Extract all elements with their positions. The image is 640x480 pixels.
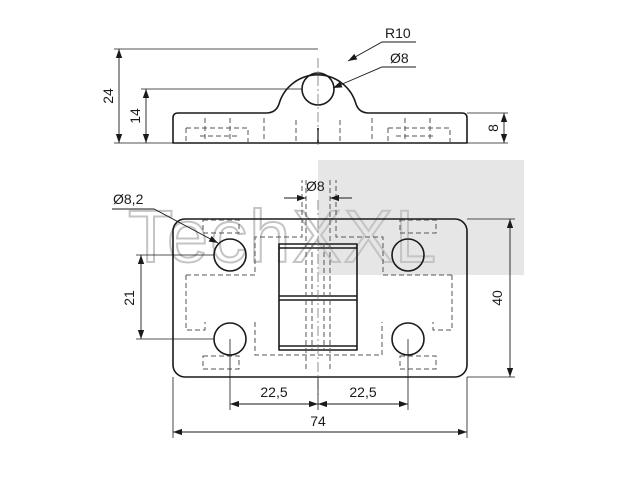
dim-length: 74 bbox=[310, 413, 326, 429]
dim-hole-diameter: Ø8,2 bbox=[113, 191, 144, 207]
dim-pin-diameter-top: Ø8 bbox=[306, 178, 325, 194]
dim-width: 40 bbox=[489, 290, 505, 306]
leader-hole-diameter bbox=[112, 208, 219, 244]
side-view-hidden-lines bbox=[185, 118, 451, 143]
dim-hole-offset-right: 22,5 bbox=[349, 384, 376, 400]
dim-pin-diameter-side: Ø8 bbox=[390, 50, 409, 66]
watermark-box bbox=[318, 160, 524, 275]
top-view-outline bbox=[172, 218, 468, 378]
side-view: 24 14 8 R10 Ø8 bbox=[100, 25, 508, 146]
dim-hole-offset-left: 22,5 bbox=[260, 384, 287, 400]
top-view: Ø8 Ø8,2 21 40 22,5 22,5 74 bbox=[112, 178, 515, 438]
dim-axis-height: 14 bbox=[127, 108, 143, 124]
leader-radius bbox=[347, 41, 416, 62]
watermark-text: TechXXL bbox=[128, 195, 438, 278]
dim-total-height: 24 bbox=[100, 88, 116, 104]
top-view-hidden-lines bbox=[185, 180, 453, 372]
leader-pin-diameter bbox=[332, 66, 416, 89]
mounting-hole-top-right bbox=[391, 238, 425, 272]
dim-radius: R10 bbox=[385, 25, 411, 41]
dim-hole-spacing-vertical: 21 bbox=[121, 290, 137, 306]
dim-plate-thickness: 8 bbox=[485, 124, 501, 132]
side-view-outline bbox=[172, 74, 468, 144]
